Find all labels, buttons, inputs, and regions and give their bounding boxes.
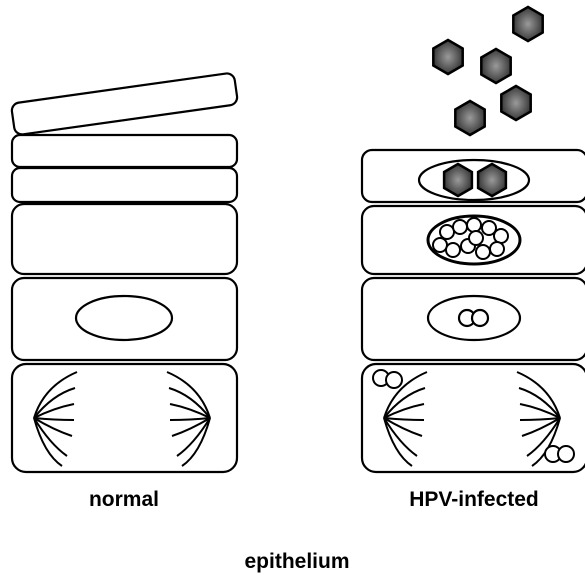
normal-spindle-right xyxy=(167,372,210,466)
virion-icon xyxy=(481,49,510,83)
virion-icon xyxy=(478,164,506,196)
infected-basal-episomes-top xyxy=(373,370,402,388)
virion-icon xyxy=(455,101,484,135)
virion-icon xyxy=(444,164,472,196)
infected-epithelium xyxy=(362,150,585,472)
infected-superficial-cell xyxy=(362,150,585,202)
normal-superficial-layer-2 xyxy=(12,168,237,202)
virion-icon xyxy=(513,7,542,41)
infected-label: HPV-infected xyxy=(409,488,539,511)
normal-nucleated-cell xyxy=(12,278,237,360)
virion-icon xyxy=(501,86,530,120)
infected-superficial-nucleus xyxy=(419,160,529,200)
normal-nucleus xyxy=(76,296,172,340)
virion-icon xyxy=(433,40,462,74)
normal-shed-squame xyxy=(11,72,238,135)
normal-superficial-layer-1 xyxy=(12,135,237,167)
tissue-label: epithelium xyxy=(244,550,349,573)
infected-episome xyxy=(472,310,488,326)
normal-label: normal xyxy=(89,488,159,511)
normal-spindle-left xyxy=(34,372,77,466)
infected-viral-genome-cluster xyxy=(433,218,508,259)
normal-epithelium xyxy=(11,72,238,472)
normal-spinous-cell xyxy=(12,204,237,274)
infected-basal-episomes-bottom xyxy=(545,446,574,462)
hpv-virions xyxy=(433,7,542,196)
